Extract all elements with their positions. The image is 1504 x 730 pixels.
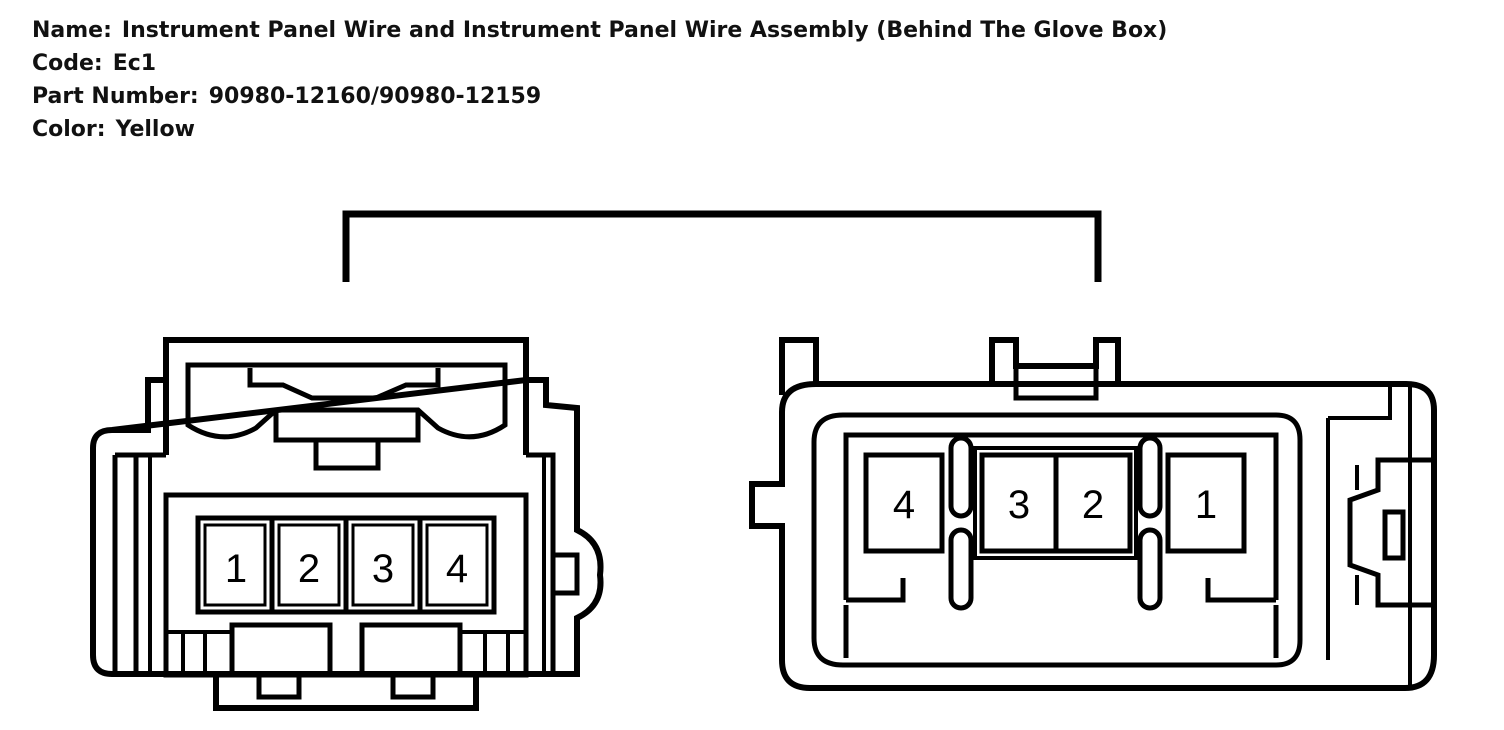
- left-side-rail: [148, 455, 546, 675]
- right-pin-cell-2: [1053, 452, 1133, 554]
- left-pin-cell-3: [351, 523, 415, 607]
- right-top-latch: [989, 337, 1121, 384]
- left-key-1: [229, 622, 333, 678]
- right-pin-housing-base: [843, 605, 1279, 658]
- left-side-latch: [550, 552, 580, 596]
- left-top-cap: [163, 337, 529, 455]
- left-latch-step: [247, 368, 441, 401]
- right-side-panel: [1326, 384, 1412, 690]
- left-pin-labels: 1 2 3 4: [225, 547, 468, 591]
- left-foot-1: [256, 672, 302, 700]
- right-pin-label-2: 2: [1082, 483, 1104, 527]
- left-pin-label-3: 3: [372, 547, 394, 591]
- part-number-line: Part Number: 90980-12160/90980-12159: [32, 80, 1167, 113]
- left-bottom-keys: [213, 675, 479, 711]
- left-key-2: [359, 622, 463, 678]
- mating-bracket: [342, 210, 1102, 282]
- left-bottom-ribs: [166, 630, 526, 675]
- part-number-label: Part Number:: [32, 84, 199, 109]
- right-connector-body: [749, 381, 1437, 691]
- color-label: Color:: [32, 117, 106, 142]
- left-pin-label-1: 1: [225, 547, 247, 591]
- right-slot-bottom-left: [948, 527, 974, 611]
- right-pin-group-frame: [973, 446, 1138, 560]
- right-pin-housing: [843, 432, 1279, 603]
- left-inner-shoulder: [112, 452, 556, 675]
- right-pin-labels: 4 3 2 1: [893, 483, 1217, 527]
- right-connector: [749, 337, 1437, 691]
- connector-info-header: Name: Instrument Panel Wire and Instrumen…: [32, 14, 1167, 146]
- color-line: Color: Yellow: [32, 113, 1167, 146]
- color-value: Yellow: [115, 117, 195, 142]
- code-label: Code:: [32, 51, 103, 76]
- right-pin-label-4: 4: [893, 483, 915, 527]
- left-latch-tab: [313, 437, 381, 471]
- left-connector-body: [90, 377, 604, 677]
- right-pin-cell-4: [863, 452, 945, 554]
- left-latch-window: [185, 362, 508, 440]
- code-value: Ec1: [112, 51, 157, 76]
- right-slot-bottom-right: [1137, 527, 1163, 611]
- right-top-post-left: [779, 337, 819, 395]
- name-value: Instrument Panel Wire and Instrument Pan…: [121, 18, 1168, 43]
- name-line: Name: Instrument Panel Wire and Instrumen…: [32, 14, 1167, 47]
- part-number-value: 90980-12160/90980-12159: [208, 84, 542, 109]
- right-pin-cell-1: [1165, 452, 1247, 554]
- right-slot-top-left: [948, 435, 974, 519]
- left-pin-label-4: 4: [446, 547, 468, 591]
- left-pin-label-2: 2: [298, 547, 320, 591]
- right-slot-top-right: [1137, 435, 1163, 519]
- left-connector: [90, 337, 604, 711]
- right-pin-label-3: 3: [1008, 483, 1030, 527]
- left-latch-tongue: [273, 410, 421, 443]
- right-side-latch-tab: [1382, 509, 1406, 561]
- left-pin-cell-2: [277, 523, 341, 607]
- right-inner-body: [811, 412, 1303, 668]
- right-pin-label-1: 1: [1195, 483, 1217, 527]
- name-label: Name:: [32, 18, 112, 43]
- code-line: Code: Ec1: [32, 47, 1167, 80]
- left-pin-dividers: [269, 518, 423, 612]
- left-pin-housing: [163, 492, 529, 678]
- left-pin-cell-1: [203, 523, 267, 607]
- left-foot-2: [390, 672, 436, 700]
- left-pin-cell-4: [425, 523, 489, 607]
- right-side-latch-outer: [1347, 457, 1434, 608]
